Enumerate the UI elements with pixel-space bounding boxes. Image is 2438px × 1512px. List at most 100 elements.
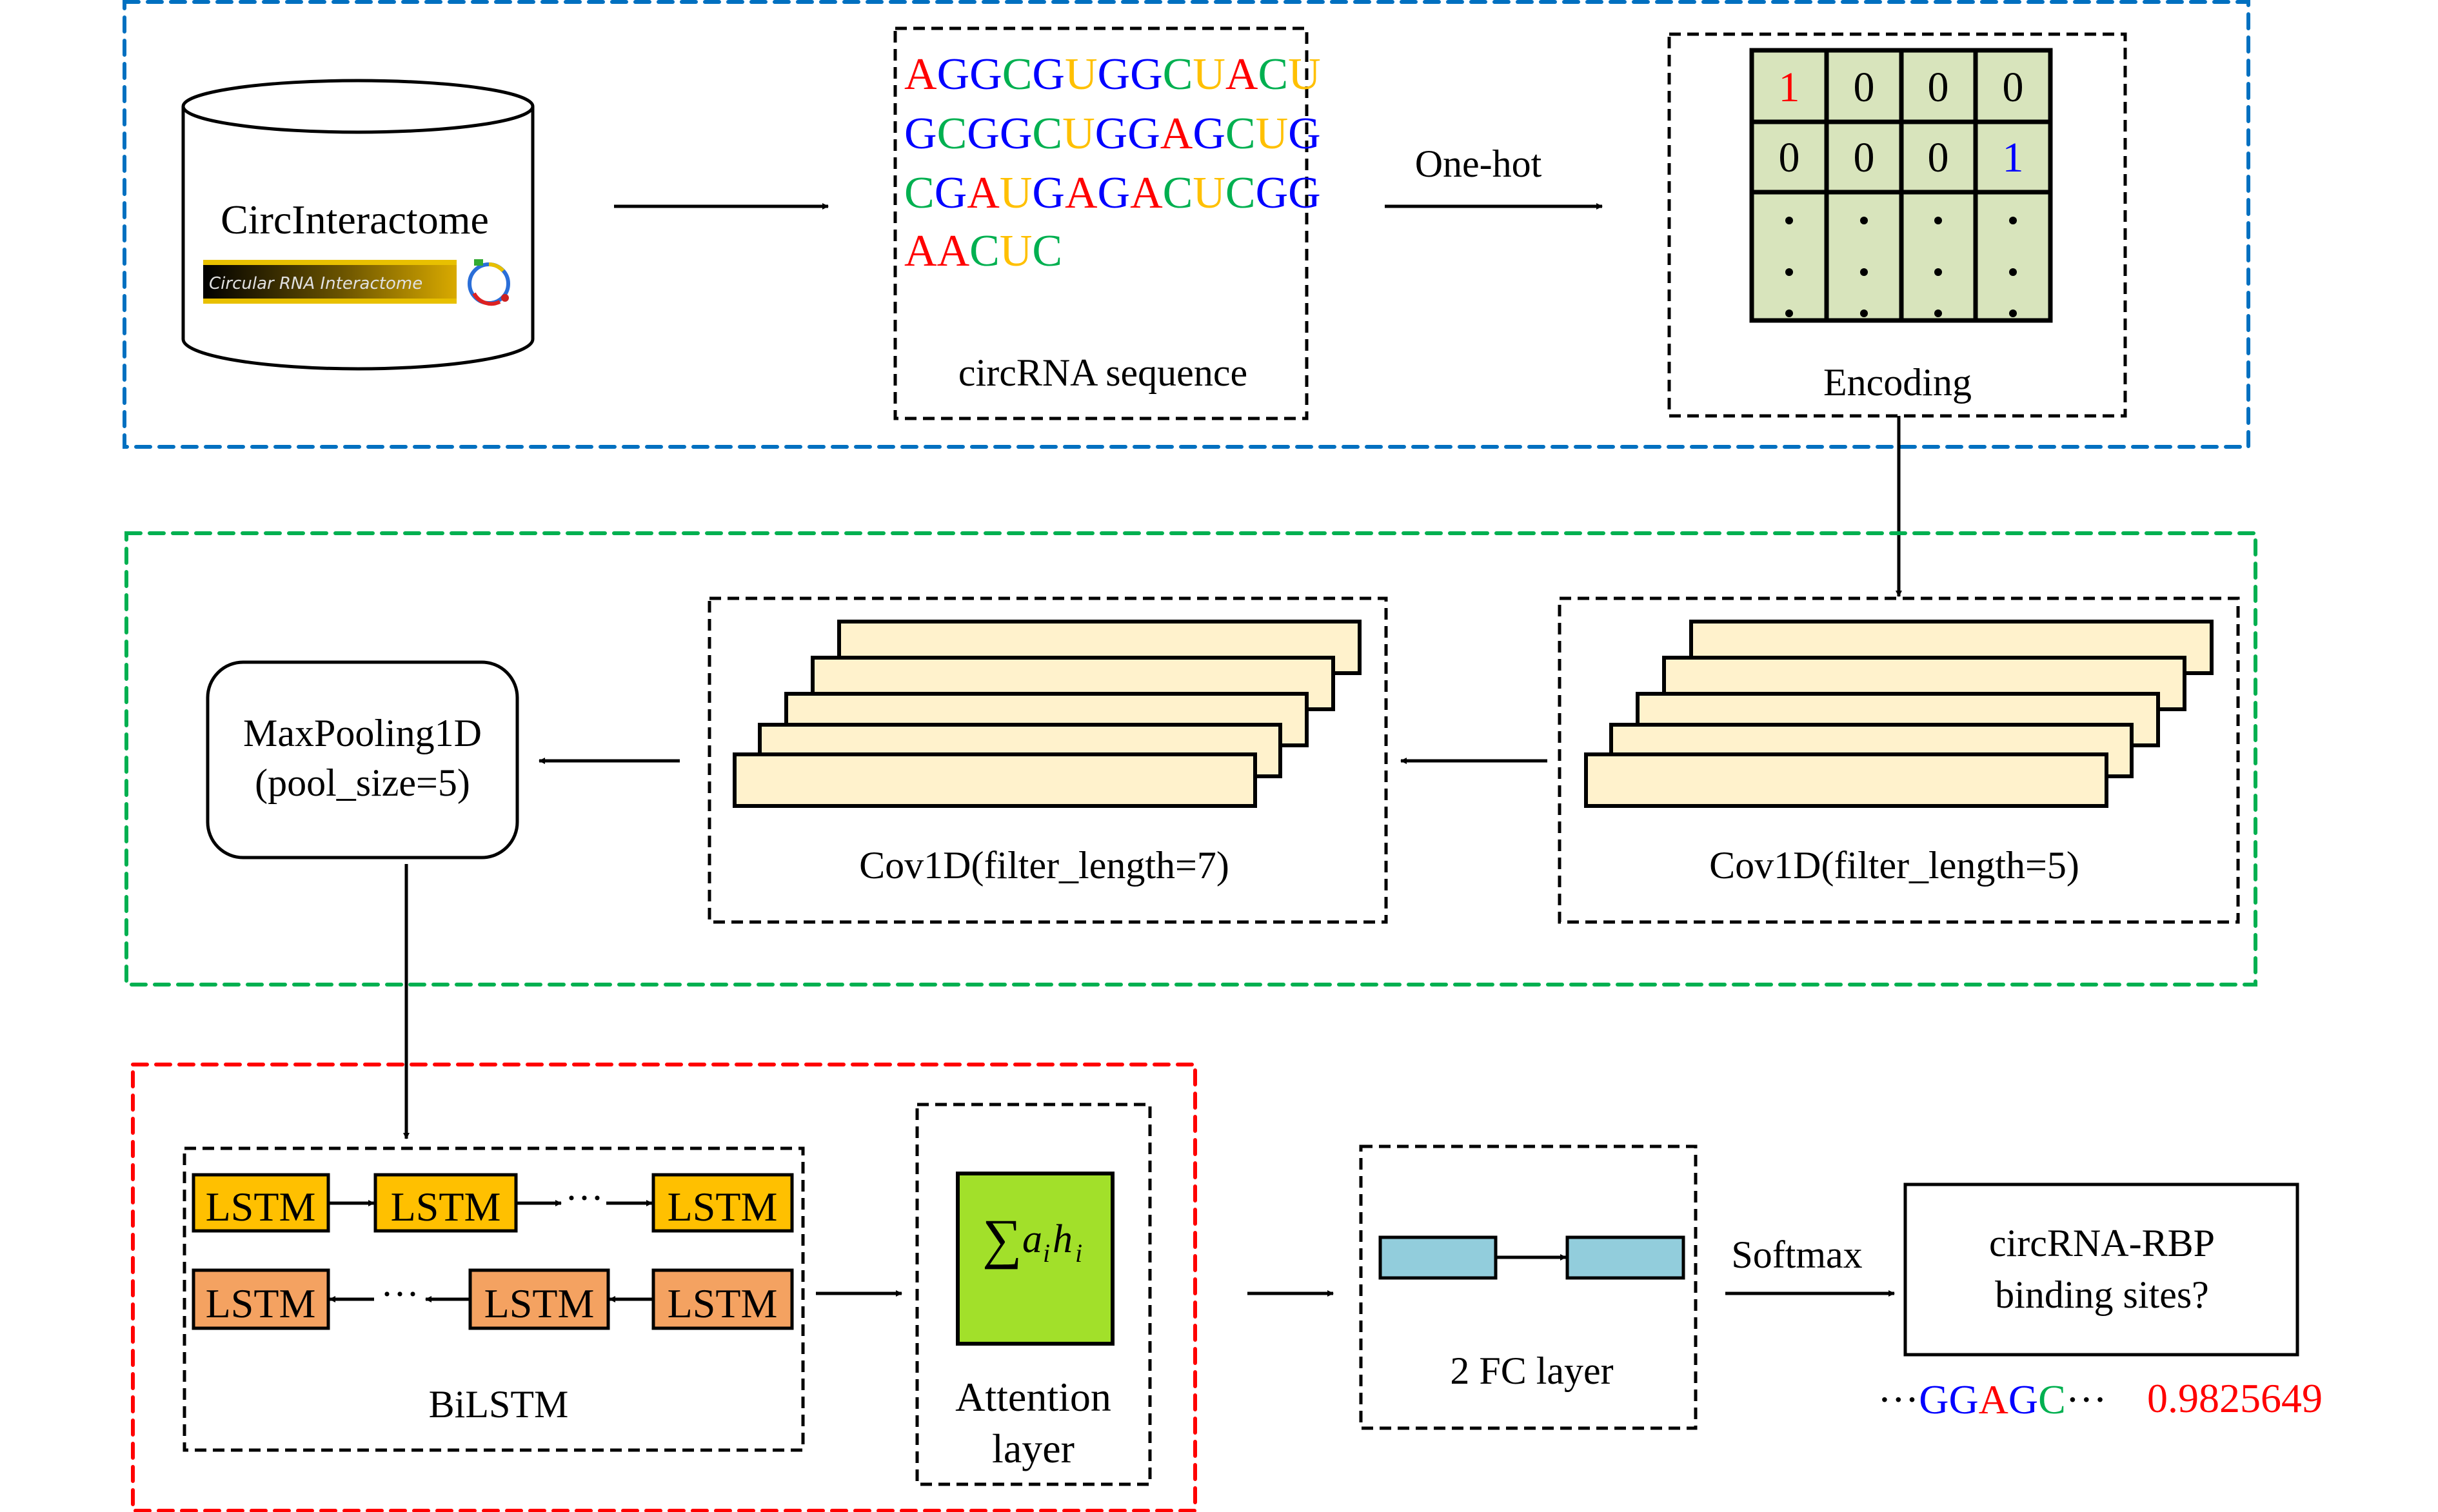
nucleotide: G [1288, 109, 1321, 159]
nucleotide: G [1098, 50, 1131, 99]
nucleotide: U [1193, 168, 1225, 218]
conv2-label: Cov1D(filter_length=7) [859, 844, 1229, 887]
lstm-cell-label: LSTM [391, 1184, 501, 1230]
data-section-frame [123, 0, 2250, 449]
result-line2: binding sites? [1995, 1273, 2209, 1316]
nucleotide: G [1032, 168, 1065, 218]
nucleotide: C [1163, 168, 1193, 218]
sequence-line: GCGGCUGGAGCUG [904, 109, 1321, 159]
nucleotide: U [1256, 109, 1289, 159]
nucleotide: G [1256, 168, 1289, 218]
bilstm-box [183, 1146, 805, 1452]
motif-base: C [2038, 1377, 2066, 1422]
motif-prefix: ··· [1878, 1377, 1919, 1422]
nucleotide: U [1288, 50, 1321, 99]
ellipsis-dot [2009, 268, 2017, 276]
nucleotide: G [935, 168, 967, 218]
nucleotide: U [1000, 168, 1033, 218]
nucleotide: U [1065, 50, 1098, 99]
nucleotide: G [1095, 109, 1128, 159]
lstm-cell-label: LSTM [206, 1184, 316, 1230]
matrix-cell-value: 0 [1928, 134, 1949, 181]
nucleotide: G [967, 109, 1000, 159]
attention-block [956, 1172, 1115, 1346]
motif-base: G [1948, 1377, 1978, 1422]
fc-box [1359, 1144, 1698, 1430]
cnn-section-frame [124, 531, 2257, 987]
nucleotide: A [1065, 168, 1098, 218]
conv1-box [1558, 596, 2240, 924]
nucleotide: C [1032, 109, 1062, 159]
sequence-line: CGAUGAGACUCGG [904, 168, 1321, 218]
matrix-cell-value: 0 [1854, 134, 1875, 181]
rnn-section-frame [131, 1063, 1197, 1512]
attention-box [915, 1103, 1152, 1486]
binding-motif: ···GGAGC··· [1878, 1377, 2106, 1422]
nucleotide: C [937, 109, 967, 159]
attention-label-line1: Attention [955, 1374, 1111, 1420]
nucleotide: G [1098, 168, 1131, 218]
nucleotide: C [1163, 50, 1193, 99]
lstm-cell-label: LSTM [484, 1281, 595, 1326]
nucleotide: A [937, 226, 970, 276]
database-label: CircInteractome [221, 197, 489, 242]
sequence-line: AACUC [904, 226, 1062, 276]
ellipsis-dot [2009, 217, 2017, 224]
result-line1: circRNA-RBP [1989, 1222, 2215, 1264]
sequence-box [893, 26, 1309, 420]
ellipsis-dot [1934, 217, 1942, 224]
nucleotide: A [1160, 109, 1193, 159]
one-hot-matrix [1749, 48, 2053, 323]
nucleotide: C [904, 168, 935, 218]
svg-text:∑: ∑ [982, 1208, 1022, 1270]
matrix-cell-value: 0 [1854, 64, 1875, 111]
conv1-label: Cov1D(filter_length=5) [1709, 844, 2079, 887]
maxpool-box [206, 660, 519, 859]
fc-label: 2 FC layer [1450, 1350, 1613, 1392]
svg-text:i: i [1075, 1239, 1082, 1268]
svg-text:h: h [1053, 1217, 1073, 1261]
matrix-cell-value: 1 [1779, 64, 1800, 111]
sequence-text: AGGCGUGGCUACUGCGGCUGGAGCUGCGAUGAGACUCGGA… [904, 50, 1321, 276]
ellipsis-dot [1860, 217, 1868, 224]
nucleotide: U [1000, 226, 1033, 276]
circular-rna-icon [468, 259, 510, 306]
motif-base: A [1979, 1377, 2008, 1422]
motif-base: G [1919, 1377, 1948, 1422]
nucleotide: C [1225, 109, 1256, 159]
nucleotide: C [1032, 226, 1062, 276]
nucleotide: G [969, 50, 1002, 99]
motif-suffix: ··· [2066, 1377, 2107, 1422]
motif-base: G [2008, 1377, 2038, 1422]
ellipsis-dot [1785, 268, 1793, 276]
nucleotide: G [1127, 109, 1160, 159]
attention-label-line2: layer [992, 1426, 1075, 1471]
sequence-line: AGGCGUGGCUACU [904, 50, 1321, 99]
lstm-cell-label: LSTM [668, 1184, 778, 1230]
nucleotide: U [1062, 109, 1095, 159]
matrix-cell-value: 0 [2003, 64, 2024, 111]
conv2-box [708, 596, 1388, 924]
sequence-label: circRNA sequence [958, 351, 1247, 394]
lstm-cell-label: LSTM [668, 1281, 778, 1326]
fc-layer-1 [1378, 1235, 1498, 1280]
ellipsis-dot [1785, 309, 1793, 317]
nucleotide: U [1193, 50, 1225, 99]
svg-text:i: i [1043, 1239, 1050, 1268]
bilstm-label: BiLSTM [429, 1383, 569, 1426]
encoding-label: Encoding [1823, 361, 1972, 404]
ellipsis-dot [1934, 268, 1942, 276]
ellipsis-dot [1934, 309, 1942, 317]
maxpool-label-line2: (pool_size=5) [255, 761, 470, 804]
ellipsis-dot [1785, 217, 1793, 224]
svg-text:a: a [1022, 1217, 1042, 1261]
logo-banner-text: Circular RNA Interactome [209, 274, 422, 293]
ellipsis-dot [2009, 309, 2017, 317]
nucleotide: G [1000, 109, 1033, 159]
circinteractome-logo: Circular RNA Interactome [203, 259, 510, 306]
matrix-cell-value: 0 [1928, 64, 1949, 111]
conv2-feature-maps [733, 620, 1362, 808]
